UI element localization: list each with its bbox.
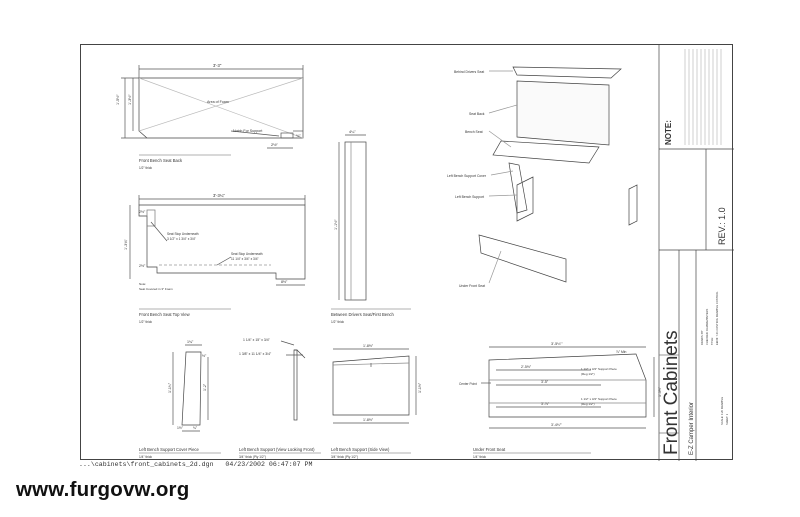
title-row-1: CHECKED: RAMIREZPETERS — [705, 309, 709, 345]
seat-back-view — [121, 65, 304, 156]
under-dim-min: ⅞" Min — [616, 350, 627, 354]
cover-dim-right: 1'-2" — [203, 383, 207, 391]
exploded-label-bench-seat: Bench Seat — [465, 130, 483, 134]
seat-top-dim-br: 8½" — [281, 280, 288, 284]
support-front-view — [239, 340, 321, 454]
under-dim-mid2: 3'-⅞" — [541, 402, 550, 406]
cover-dim-tr: ½" — [202, 354, 207, 358]
seat-top-stop2-a: Seat Stop Underneath — [231, 252, 263, 256]
drawing-title: Front Cabinets — [661, 330, 682, 455]
title-row-4: SCALE: 1:20 DRAWING — [720, 397, 724, 425]
drawing-canvas: 3'-3" 1'-5½" 1'-3½" Area of Foam Notch F… — [116, 45, 734, 461]
seat-back-dim-notch-h: ¾" — [296, 133, 301, 138]
seat-top-dim-h: 1'-3¾" — [124, 239, 128, 250]
title-row-0: DRAWN: BY — [700, 330, 704, 345]
seat-back-dim-width: 3'-3" — [213, 63, 222, 68]
front-scale: 3/4" thick (Ply 1/2") — [239, 455, 266, 459]
support-cover-view — [139, 344, 221, 454]
under-dim-row1: 2'-5½" — [521, 365, 532, 369]
note-heading: NOTE: — [664, 120, 673, 145]
seat-top-title: Front Bench Seat Top View — [139, 312, 191, 317]
seat-top-dim-tl: 2½" — [139, 210, 146, 214]
under-support1-a: 1 1/2" x 3/4" Support Piece — [581, 367, 617, 371]
under-dim-right: 1'-3½" — [658, 386, 662, 397]
exploded-view — [478, 66, 638, 284]
seat-back-notch-label: Notch For Support — [233, 129, 262, 133]
seat-top-scale: 1/2" thick — [139, 320, 152, 324]
between-seats-view — [331, 134, 411, 310]
seat-back-title: Front Bench Seat Back — [139, 158, 183, 163]
under-dim-bottom: 3'-4⅓′" — [551, 423, 563, 427]
file-path-footer: ...\cabinets\front_cabinets_2d.dgn 04/23… — [79, 461, 313, 468]
title-block-frame — [658, 45, 734, 461]
cover-dim-left: 1'-1¾" — [168, 382, 172, 393]
under-scale: 1/4" thick — [473, 455, 486, 459]
front-label2: 1 3/8" x 11 1/4" x 3/4" — [239, 352, 272, 356]
cover-scale: 1/4" thick — [139, 455, 152, 459]
support-side-view — [331, 348, 417, 454]
seat-back-scale: 1/2" thick — [139, 166, 152, 170]
under-seat-view — [473, 346, 655, 454]
seat-top-note-b: Seat Covered in 3" Foam — [139, 287, 173, 291]
between-dim-h: 1'-1½" — [334, 219, 338, 230]
front-title: Left Bench Support (View Looking Front) — [239, 447, 315, 452]
drawing-subtitle: E-Z Camper Interior — [689, 402, 695, 455]
seat-back-dim-h2: 1'-3½" — [128, 94, 132, 105]
under-support2-a: 1 1/2" x 3/4" Support Piece — [581, 397, 617, 401]
cover-dim-bl: 1½" — [177, 426, 184, 430]
cover-dim-br: ¾" — [193, 426, 198, 430]
under-dim-mid: 3'-5" — [541, 380, 549, 384]
under-support1-b: (Reg 1/2") — [581, 372, 595, 376]
seat-top-view — [129, 195, 306, 310]
cover-title: Left Bench Support Cover Piece — [139, 447, 199, 452]
seat-top-dim-width: 3'-3¼" — [213, 193, 225, 198]
seat-top-dim-bl: 2½" — [139, 264, 146, 268]
between-dim-top: 4¼" — [349, 130, 356, 134]
between-scale: 1/2" thick — [331, 320, 344, 324]
under-title: Under Front Seat — [473, 447, 506, 452]
side-dim-top: 1'-8½" — [363, 344, 374, 348]
exploded-label-under-seat: Under Front Seat — [459, 284, 485, 288]
under-center-label: Center Point — [459, 382, 477, 386]
exploded-label-support-cover: Left Bench Support Cover — [447, 174, 487, 178]
cover-dim-top: 1¾" — [187, 340, 194, 344]
seat-top-stop1-b: 3 1/2" x 1 3/4" x 3/4" — [167, 237, 196, 241]
seat-top-note-a: Note: — [139, 282, 146, 286]
seat-top-stop2-b: 11 1/4" x 3/4" x 3/4" — [231, 257, 259, 261]
seat-top-stop1-a: Seat Stop Underneath — [167, 232, 199, 236]
title-row-3: EEFM: 7.01 CONTROL DRAWING CONTROL — [715, 291, 719, 345]
side-scale: 3/4" thick (Ply 1/2") — [331, 455, 358, 459]
title-row-5: SHEET: 1 — [725, 413, 729, 425]
between-title: Between Drivers Seat/First Bench — [331, 312, 395, 317]
under-support2-b: (Reg 1/2") — [581, 402, 595, 406]
watermark-text: www.furgovw.org — [16, 478, 190, 501]
title-row-2: TITLE: — [710, 337, 714, 345]
exploded-label-support: Left Bench Support — [455, 195, 484, 199]
seat-back-dim-notch-w: 2½" — [271, 142, 279, 147]
drawing-sheet: 3'-3" 1'-5½" 1'-3½" Area of Foam Notch F… — [80, 44, 734, 461]
seat-back-area-label: Area of Foam — [207, 100, 229, 104]
side-dim-right: 1'-1½" — [418, 382, 422, 393]
front-label1: 1 1/4" x 15" x 3/4" — [243, 338, 271, 342]
under-dim-top: 3'-5⅓′" — [551, 342, 563, 346]
exploded-label-behind-drivers: Behind Drivers Seat — [454, 70, 484, 74]
side-dim-bottom: 1'-8½" — [363, 418, 374, 422]
revision-label: REV.: 1.0 — [717, 207, 727, 245]
side-title: Left Bench Support (Side View) — [331, 447, 390, 452]
seat-back-dim-h1: 1'-5½" — [116, 94, 120, 105]
exploded-label-seat-back: Seat Back — [469, 112, 485, 116]
